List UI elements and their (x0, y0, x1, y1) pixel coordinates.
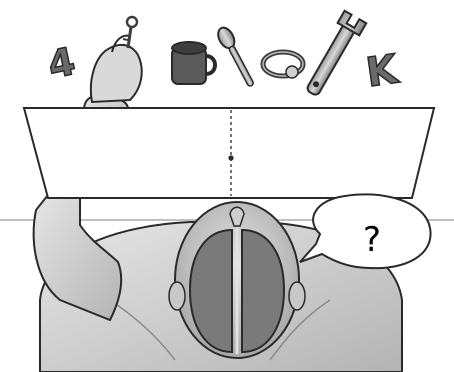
fixation-point (228, 155, 233, 160)
key (123, 17, 137, 48)
ring (263, 52, 303, 78)
visual-field-screen (24, 108, 434, 198)
ear-left (169, 282, 185, 310)
mug (172, 42, 215, 84)
wrench (301, 11, 367, 100)
hand-holding-key (91, 45, 142, 102)
digit-four: 4 (44, 39, 79, 88)
speech-bubble-text: ? (363, 220, 381, 260)
ear-right (289, 282, 305, 310)
spoon (215, 25, 258, 89)
letter-k: K (363, 46, 402, 96)
